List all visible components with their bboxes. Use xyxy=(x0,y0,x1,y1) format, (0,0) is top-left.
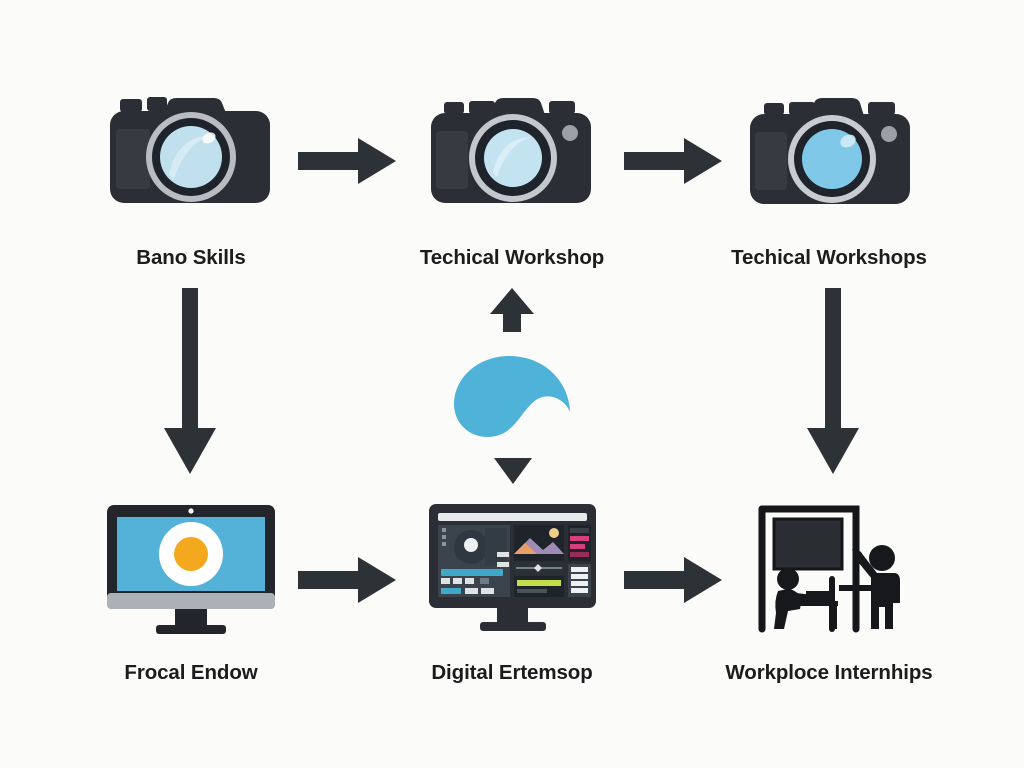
node-workplace-internships[interactable]: Workploce Internhips xyxy=(714,503,944,685)
monitor-icon xyxy=(101,503,281,634)
node-technical-workshops[interactable]: Techical Workshops xyxy=(714,88,944,270)
node-label-basic-skills: Bano Skills xyxy=(136,246,246,269)
node-label-digital-editing: Digital Ertemsop xyxy=(431,661,593,684)
node-label-technical-workshops: Techical Workshops xyxy=(731,246,927,269)
center-blob xyxy=(452,352,572,447)
camera-icon-svg xyxy=(749,97,910,204)
arrow-right-icon xyxy=(624,557,722,603)
editing-workstation-icon xyxy=(425,503,600,633)
arrow-bottom-1-2 xyxy=(292,545,402,615)
arrow-down-icon xyxy=(807,288,859,474)
editing-workstation-icon-svg xyxy=(428,504,596,631)
node-focal-endow[interactable]: Frocal Endow xyxy=(76,503,306,685)
arrow-center-up xyxy=(488,286,536,339)
arrow-right-down xyxy=(803,288,863,478)
triangle-down-icon xyxy=(494,458,532,484)
camera-icon xyxy=(742,88,917,218)
arrow-right-icon xyxy=(298,557,396,603)
camera-icon-svg xyxy=(431,97,591,203)
arrow-top-2-3 xyxy=(618,126,728,196)
arrow-top-1-2 xyxy=(292,126,402,196)
node-basic-skills[interactable]: Bano Skills xyxy=(76,88,306,270)
node-digital-editing[interactable]: Digital Ertemsop xyxy=(397,503,627,685)
camera-icon xyxy=(106,88,276,218)
node-technical-workshop[interactable]: Techical Workshop xyxy=(397,88,627,270)
node-label-focal-endow: Frocal Endow xyxy=(124,661,258,684)
node-label-workplace-internships: Workploce Internhips xyxy=(725,661,933,684)
arrow-bottom-2-3 xyxy=(618,545,728,615)
classroom-training-icon xyxy=(744,503,914,633)
camera-icon xyxy=(427,88,597,218)
node-label-technical-workshop: Techical Workshop xyxy=(419,246,605,269)
arrow-right-icon xyxy=(624,138,722,184)
crescent-blob-icon xyxy=(454,356,570,438)
arrow-up-icon xyxy=(490,288,534,332)
classroom-training-icon-svg xyxy=(758,505,900,632)
arrow-down-icon xyxy=(164,288,216,474)
arrow-left-down xyxy=(160,288,220,478)
arrow-right-icon xyxy=(298,138,396,184)
arrow-center-down xyxy=(492,455,534,492)
camera-icon-svg xyxy=(110,96,270,203)
monitor-icon-svg xyxy=(107,504,275,634)
